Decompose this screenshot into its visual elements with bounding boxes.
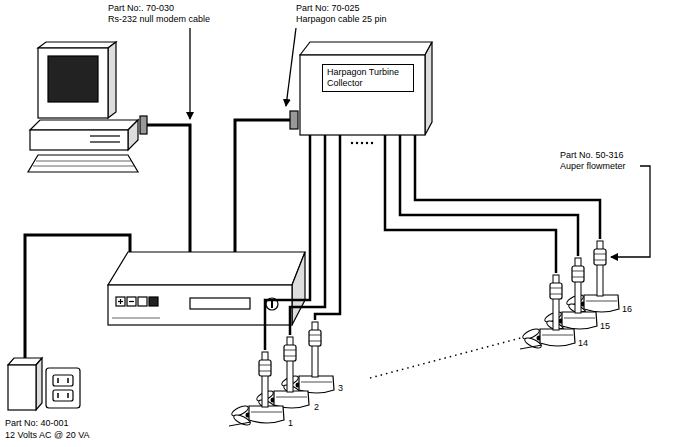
power-adapter (57, 393, 59, 398)
part-label: Harpagon cable 25 pin (296, 14, 387, 25)
interface-box (112, 318, 160, 319)
collector-housing (290, 42, 432, 135)
interface-box (138, 297, 147, 306)
interface-box (127, 297, 136, 306)
power-adapter (57, 378, 59, 383)
callout-number: 15 (600, 321, 610, 332)
interface-box (116, 297, 125, 306)
computer-icon (28, 42, 147, 172)
flowmeter-wire (400, 135, 578, 256)
cable (235, 120, 290, 262)
flowmeter-wire (315, 135, 340, 320)
part-label: Rs-232 null modem cable (108, 14, 210, 25)
continuation-dots (351, 142, 353, 144)
power-adapter (8, 358, 80, 410)
computer-icon (38, 42, 116, 48)
interface-box (129, 301, 134, 302)
computer-icon (30, 130, 128, 150)
callout-number: 14 (578, 338, 588, 349)
part-label: Auper flowmeter (560, 161, 626, 172)
power-adapter (53, 375, 73, 386)
interface-box (149, 297, 158, 306)
continuation-dots (371, 142, 373, 144)
part-label: Part No. 50-316 (560, 150, 624, 161)
interface-box (108, 252, 305, 325)
part-label: 12 Volts AC @ 20 VA (5, 430, 90, 441)
computer-icon (28, 155, 138, 172)
callout-number: 16 (622, 304, 632, 315)
part-label: Part No: 70-025 (296, 3, 360, 14)
interface-box (292, 252, 305, 325)
leader-arrow (611, 166, 650, 257)
continuation-dots (370, 336, 528, 378)
leader-arrow (189, 28, 190, 119)
leader-arrow (190, 28, 650, 257)
computer-icon (140, 116, 147, 134)
computer-icon (33, 166, 134, 167)
callout-number: 1 (288, 418, 293, 429)
computer-icon (90, 135, 120, 136)
power-adapter (67, 378, 69, 383)
continuation-dots (361, 142, 363, 144)
computer-icon (90, 141, 120, 142)
computer-icon (36, 161, 131, 162)
power-adapter (8, 365, 36, 410)
cable (147, 125, 190, 262)
flowmeter-wire (385, 135, 556, 273)
continuation-dots (351, 142, 373, 144)
collector-label-panel: Harpagon Turbine Collector (322, 64, 414, 92)
interface-box (120, 299, 121, 304)
computer-icon (30, 120, 138, 130)
callout-number: 2 (314, 402, 319, 413)
part-label: Part No: 40-001 (5, 418, 69, 429)
flowmeter-wire (265, 135, 310, 350)
continuation-dots (366, 142, 368, 144)
part-label: Part No:. 70-030 (108, 3, 174, 14)
collector-housing (300, 55, 425, 135)
flowmeter-symbol (520, 275, 575, 350)
callout-number: 3 (338, 383, 343, 394)
flowmeter-wire (265, 135, 600, 350)
power-adapter (67, 393, 69, 398)
collector-housing (425, 42, 432, 135)
computer-icon (38, 48, 108, 118)
continuation-dots (356, 142, 358, 144)
panel-text: Harpagon Turbine Collector (327, 67, 409, 89)
interface-box (108, 252, 305, 285)
computer-icon (128, 120, 138, 150)
power-adapter (53, 390, 73, 401)
collector-housing (290, 111, 298, 129)
flowmeter-wire (290, 135, 325, 335)
computer-icon (108, 42, 116, 118)
power-adapter (46, 368, 80, 408)
computer-icon (48, 56, 98, 102)
interface-box (190, 298, 250, 309)
leader-arrow (286, 28, 296, 106)
flowmeter-symbol (229, 352, 284, 427)
power-adapter (36, 358, 42, 410)
collector-housing (300, 42, 432, 55)
